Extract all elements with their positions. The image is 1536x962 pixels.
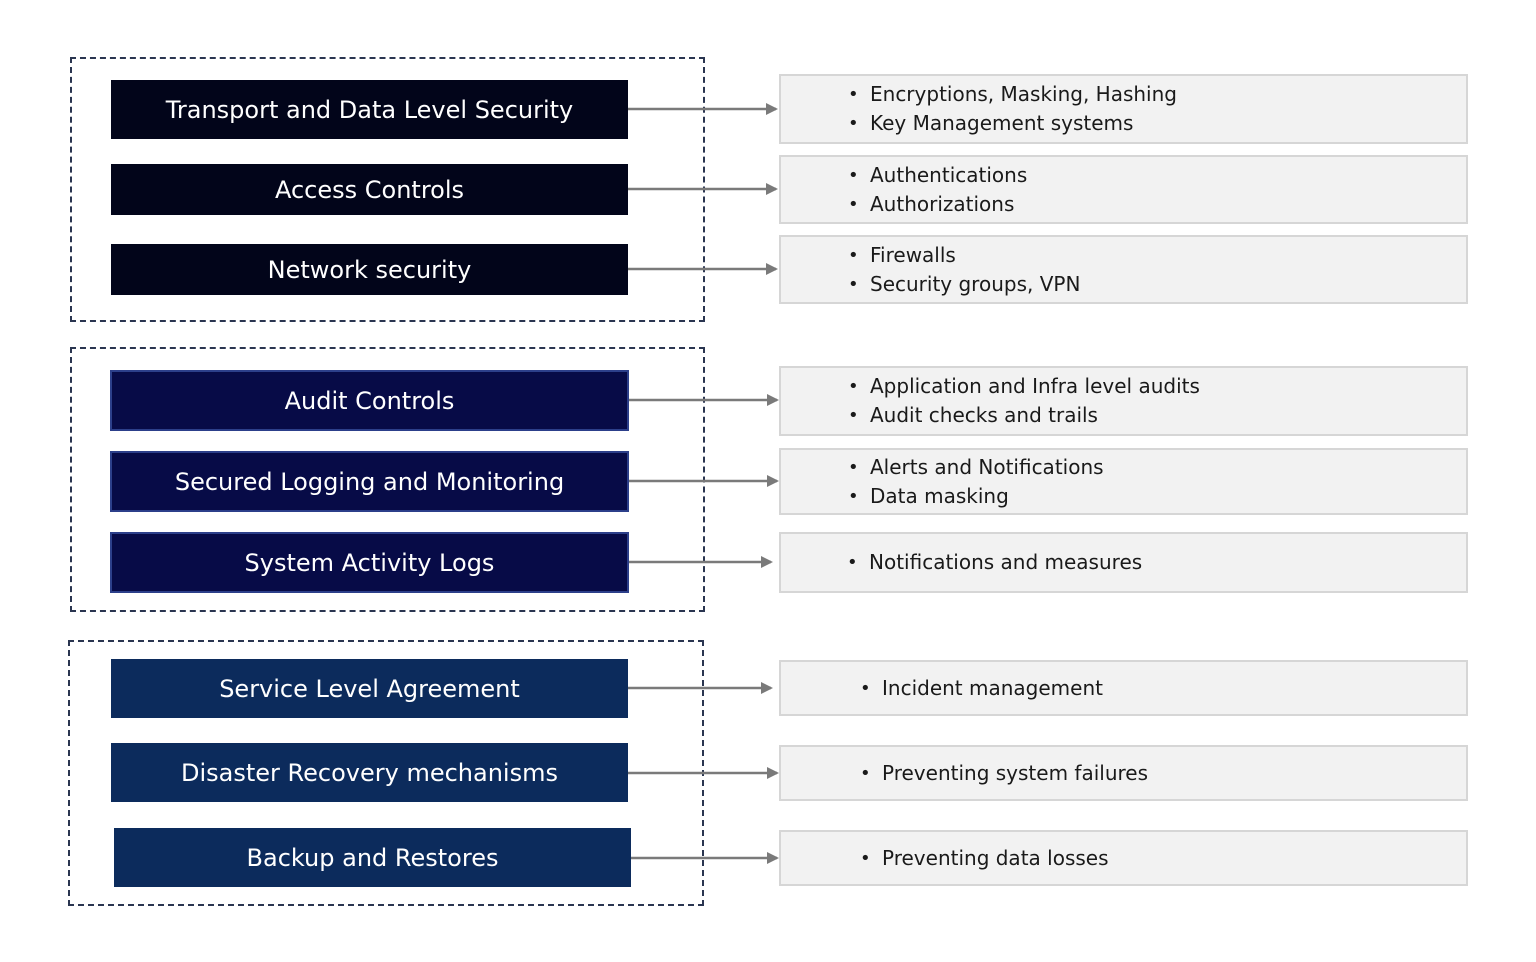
detail-box-audit: Application and Infra level audits Audit…	[779, 366, 1468, 436]
detail-list: Alerts and Notifications Data masking	[848, 453, 1466, 511]
detail-item: Security groups, VPN	[848, 270, 1466, 299]
detail-list: Application and Infra level audits Audit…	[848, 372, 1466, 430]
detail-box-disaster-recovery: Preventing system failures	[779, 745, 1468, 801]
category-system-activity-logs: System Activity Logs	[110, 532, 629, 593]
detail-item: Firewalls	[848, 241, 1466, 270]
detail-box-sla: Incident management	[779, 660, 1468, 716]
detail-box-backup: Preventing data losses	[779, 830, 1468, 886]
detail-box-activity-logs: Notifications and measures	[779, 532, 1468, 593]
detail-item: Data masking	[848, 482, 1466, 511]
detail-box-network: Firewalls Security groups, VPN	[779, 235, 1468, 304]
category-label: Disaster Recovery mechanisms	[181, 758, 558, 787]
category-label: Access Controls	[274, 175, 465, 204]
detail-item: Preventing data losses	[860, 844, 1466, 873]
category-secured-logging: Secured Logging and Monitoring	[110, 451, 629, 512]
detail-list: Authentications Authorizations	[848, 161, 1466, 219]
detail-item: Incident management	[860, 674, 1466, 703]
category-label: Transport and Data Level Security	[165, 95, 574, 124]
category-disaster-recovery: Disaster Recovery mechanisms	[111, 743, 628, 802]
detail-item: Application and Infra level audits	[848, 372, 1466, 401]
detail-item: Alerts and Notifications	[848, 453, 1466, 482]
detail-list: Firewalls Security groups, VPN	[848, 241, 1466, 299]
category-audit-controls: Audit Controls	[110, 370, 629, 431]
group-audit-monitoring	[70, 347, 705, 612]
detail-item: Authentications	[848, 161, 1466, 190]
category-label: Secured Logging and Monitoring	[174, 467, 565, 496]
category-label: Backup and Restores	[246, 843, 499, 872]
detail-list: Preventing data losses	[860, 844, 1466, 873]
detail-item: Key Management systems	[848, 109, 1466, 138]
detail-box-access: Authentications Authorizations	[779, 155, 1468, 224]
detail-list: Notifications and measures	[847, 548, 1466, 577]
detail-box-logging: Alerts and Notifications Data masking	[779, 448, 1468, 515]
category-service-level-agreement: Service Level Agreement	[111, 659, 628, 718]
category-backup-restores: Backup and Restores	[114, 828, 631, 887]
category-network-security: Network security	[111, 244, 628, 295]
detail-list: Incident management	[860, 674, 1466, 703]
detail-item: Preventing system failures	[860, 759, 1466, 788]
category-transport-data-security: Transport and Data Level Security	[111, 80, 628, 139]
category-access-controls: Access Controls	[111, 164, 628, 215]
detail-item: Authorizations	[848, 190, 1466, 219]
detail-list: Encryptions, Masking, Hashing Key Manage…	[848, 80, 1466, 138]
detail-box-transport: Encryptions, Masking, Hashing Key Manage…	[779, 74, 1468, 144]
detail-list: Preventing system failures	[860, 759, 1466, 788]
detail-item: Audit checks and trails	[848, 401, 1466, 430]
detail-item: Notifications and measures	[847, 548, 1466, 577]
detail-item: Encryptions, Masking, Hashing	[848, 80, 1466, 109]
category-label: Network security	[267, 255, 472, 284]
category-label: Service Level Agreement	[219, 674, 520, 703]
category-label: Audit Controls	[284, 386, 455, 415]
category-label: System Activity Logs	[244, 548, 495, 577]
